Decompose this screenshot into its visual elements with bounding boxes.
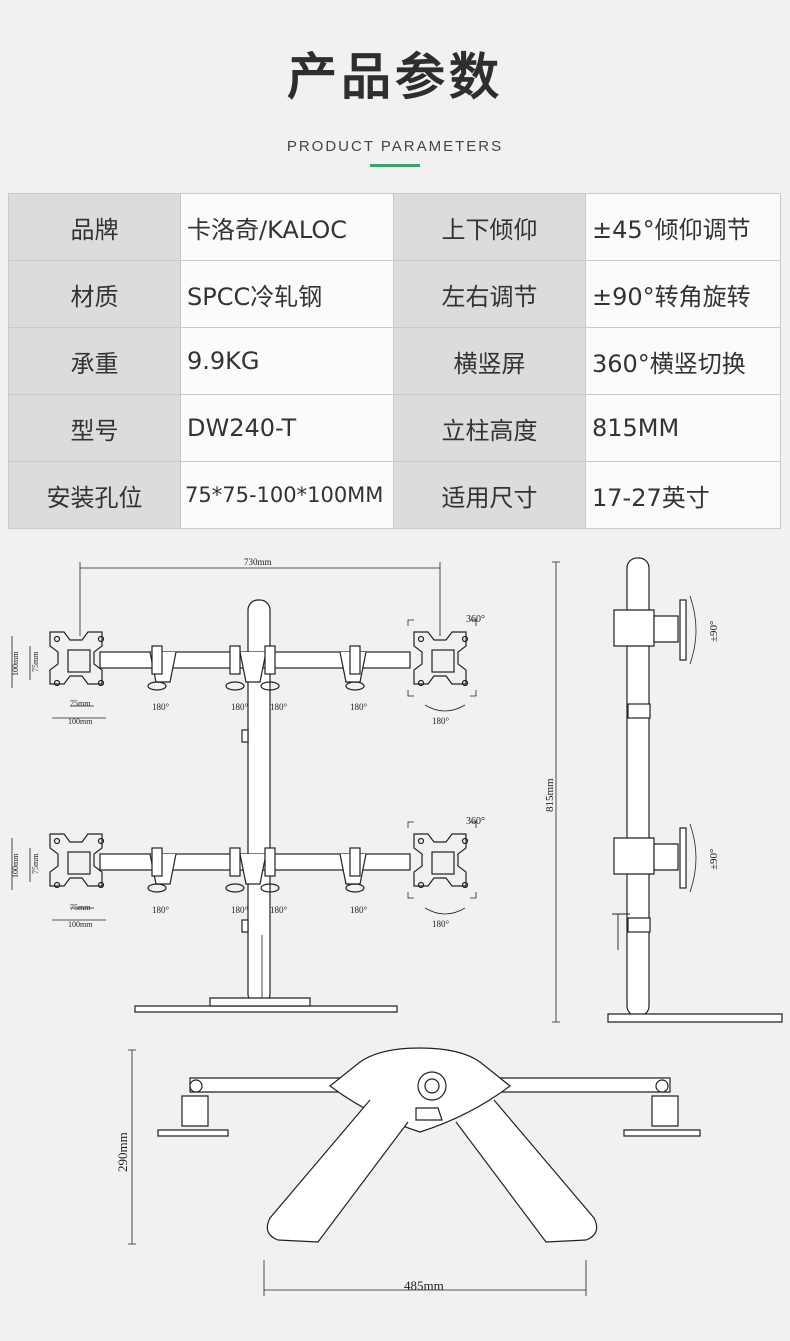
param-key: 横竖屏 [393, 327, 586, 395]
swivel-label: 180° [432, 919, 450, 929]
page-title: 产品参数 [287, 48, 503, 106]
side-view [552, 557, 783, 1023]
swivel-label: 180° [152, 905, 170, 915]
param-key: 材质 [8, 260, 181, 328]
param-value: 360°横竖切换 [585, 327, 781, 395]
tilt-label: ±90° [708, 849, 720, 870]
vesa-label: 100mm [68, 920, 93, 929]
swivel-label: 180° [350, 702, 368, 712]
param-value: ±90°转角旋转 [585, 260, 781, 328]
table-row: 型号 DW240-T 立柱高度 815MM [8, 394, 781, 462]
param-key: 安装孔位 [8, 461, 181, 529]
parameter-table: 品牌 卡洛奇/KALOC 上下倾仰 ±45°倾仰调节 材质 SPCC冷轧钢 左右… [8, 193, 781, 529]
monitor-plate [413, 631, 469, 687]
vesa-label: 100mm [11, 853, 20, 878]
swivel-label: 180° [270, 905, 288, 915]
table-row: 安装孔位 75*75-100*100MM 适用尺寸 17-27英寸 [8, 461, 781, 529]
monitor-plate [413, 833, 469, 889]
swivel-label: 180° [350, 905, 368, 915]
param-key: 承重 [8, 327, 181, 395]
table-row: 品牌 卡洛奇/KALOC 上下倾仰 ±45°倾仰调节 [8, 193, 781, 261]
monitor-plate [49, 833, 105, 889]
base-view [128, 1047, 701, 1296]
dimension-label: 730mm [244, 557, 272, 567]
swivel-label: 180° [270, 702, 288, 712]
dimension-label: 290mm [115, 1132, 130, 1172]
param-key: 适用尺寸 [393, 461, 586, 529]
param-key: 左右调节 [393, 260, 586, 328]
vesa-label: 100mm [68, 717, 93, 726]
swivel-label: 180° [432, 716, 450, 726]
vesa-label: 75mm [31, 853, 40, 874]
dimension-label: 485mm [404, 1278, 444, 1293]
param-key: 上下倾仰 [393, 193, 586, 261]
param-key: 品牌 [8, 193, 181, 261]
param-value: ±45°倾仰调节 [585, 193, 781, 261]
monitor-plate [49, 631, 105, 687]
param-value: 17-27英寸 [585, 461, 781, 529]
swivel-label: 180° [152, 702, 170, 712]
param-value: 卡洛奇/KALOC [180, 193, 394, 261]
vesa-label: 100mm [11, 651, 20, 676]
param-key: 型号 [8, 394, 181, 462]
front-view [11, 562, 477, 1013]
tilt-label: ±90° [708, 621, 720, 642]
vesa-label: 75mm [31, 651, 40, 672]
param-value: 815MM [585, 394, 781, 462]
vesa-label: 75mm [70, 699, 91, 708]
param-value: 9.9KG [180, 327, 394, 395]
table-row: 材质 SPCC冷轧钢 左右调节 ±90°转角旋转 [8, 260, 781, 328]
vesa-label: 75mm [70, 903, 91, 912]
rotation-label: 360° [466, 614, 485, 625]
swivel-label: 180° [231, 702, 249, 712]
rotation-label: 360° [466, 816, 485, 827]
param-value: DW240-T [180, 394, 394, 462]
param-value: 75*75-100*100MM [180, 461, 394, 529]
param-key: 立柱高度 [393, 394, 586, 462]
title-underline [370, 164, 420, 167]
swivel-label: 180° [231, 905, 249, 915]
dimension-label: 815mm [544, 778, 556, 812]
page-subtitle: PRODUCT PARAMETERS [286, 138, 504, 155]
table-row: 承重 9.9KG 横竖屏 360°横竖切换 [8, 327, 781, 395]
